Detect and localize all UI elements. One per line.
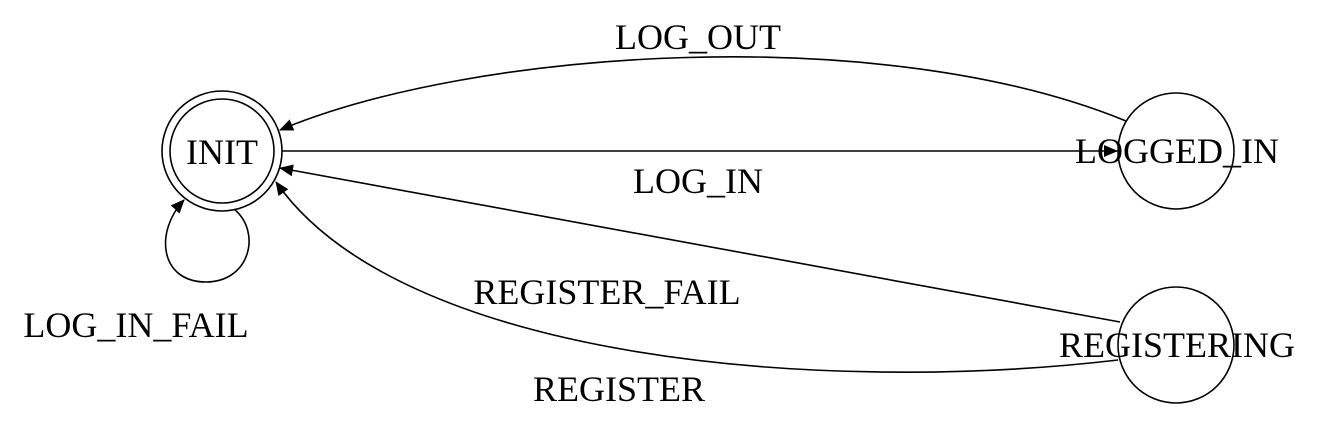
transition-log-in-fail-arrow: [164, 199, 250, 283]
transition-log-out[interactable]: LOG_OUT: [279, 17, 1127, 131]
transition-log-in-fail-label: LOG_IN_FAIL: [23, 305, 248, 345]
state-registering-ring: [1117, 286, 1235, 404]
transition-log-in-label: LOG_IN: [633, 161, 763, 201]
transition-log-in-fail[interactable]: LOG_IN_FAIL: [23, 199, 250, 345]
state-init-label: INIT: [186, 132, 258, 172]
state-registering[interactable]: REGISTERING: [1059, 286, 1295, 404]
transition-register-arrow: [275, 181, 1119, 373]
state-logged-in-ring: [1117, 92, 1235, 210]
transition-register[interactable]: REGISTER: [275, 181, 1119, 409]
state-init-inner-ring: [169, 98, 275, 204]
transition-log-out-label: LOG_OUT: [615, 17, 781, 57]
transition-register-fail[interactable]: REGISTER_FAIL: [279, 164, 1121, 323]
transition-register-label: REGISTER: [533, 369, 705, 409]
state-init[interactable]: INIT: [161, 90, 283, 212]
state-registering-label: REGISTERING: [1059, 325, 1295, 365]
transition-log-in[interactable]: LOG_IN: [282, 145, 1118, 201]
transition-register-fail-arrow: [279, 164, 1121, 323]
transition-register-fail-label: REGISTER_FAIL: [473, 272, 740, 312]
transition-log-out-arrow: [279, 56, 1127, 131]
